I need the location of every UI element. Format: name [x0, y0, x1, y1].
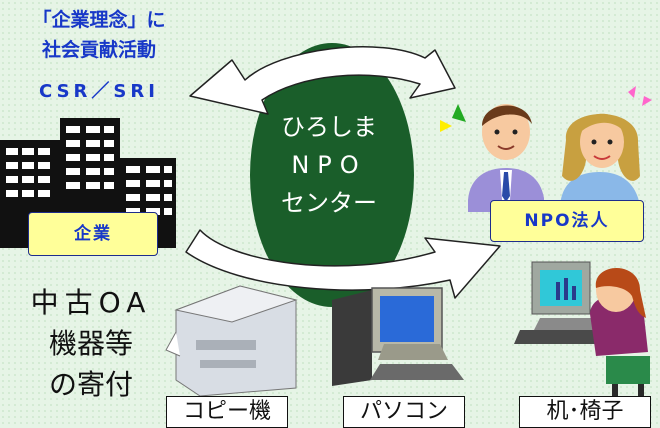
desk-chair-label: 机･椅子 [519, 396, 651, 428]
donation-line-3: の寄付 [48, 368, 133, 401]
headline-line-3: CSR／SRI [39, 81, 159, 102]
center-label: ひろしま NPO センター [264, 108, 394, 222]
donation-line-2: 機器等 [48, 327, 133, 360]
donation-text: 中古OA 機器等 の寄付 [16, 282, 166, 405]
center-label-line-1: ひろしま [281, 113, 377, 141]
copier-icon [165, 285, 298, 397]
center-ellipse [250, 43, 414, 307]
computer-icon [332, 287, 464, 386]
copier-label: コピー機 [166, 396, 288, 428]
office-worker-icon [514, 261, 650, 396]
top-curved-arrow [189, 46, 456, 115]
npo-label: NPO法人 [490, 200, 644, 242]
center-label-line-2: NPO [291, 151, 367, 179]
people-icon [440, 86, 652, 214]
company-label: 企業 [28, 212, 158, 256]
donation-line-1: 中古OA [30, 286, 152, 319]
computer-label: パソコン [343, 396, 465, 428]
bottom-curved-arrow [185, 229, 501, 299]
headline-line-2: 社会貢献活動 [41, 39, 156, 61]
headline-line-1: 「企業理念」に [32, 9, 166, 31]
center-label-line-3: センター [281, 189, 377, 217]
